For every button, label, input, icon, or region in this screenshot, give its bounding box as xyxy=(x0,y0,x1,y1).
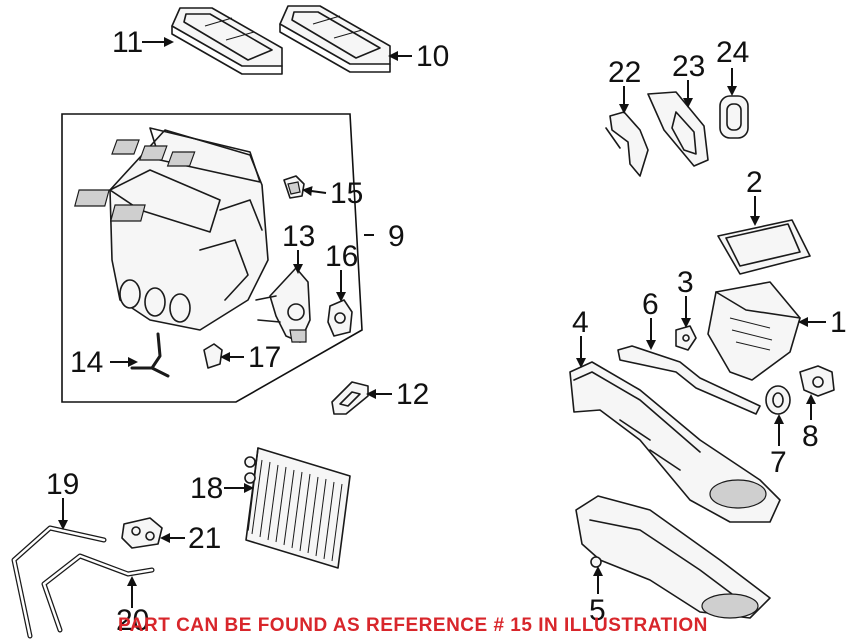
part-2-filter xyxy=(717,219,811,275)
callout-1: 1 xyxy=(830,306,847,339)
leader-lines xyxy=(58,37,826,608)
part-14-tube xyxy=(130,332,170,378)
part-5-lower-duct xyxy=(575,495,771,619)
callout-12: 12 xyxy=(396,378,429,411)
callout-7: 7 xyxy=(770,446,787,479)
part-15-clip xyxy=(283,175,305,199)
assembly-9-outline xyxy=(61,113,363,403)
callout-13: 13 xyxy=(282,220,315,253)
callout-24: 24 xyxy=(716,36,749,69)
reference-notice: PART CAN BE FOUND AS REFERENCE # 15 IN I… xyxy=(118,615,708,636)
callout-20: 20 xyxy=(116,604,149,637)
part-3-clip xyxy=(675,325,697,351)
part-12-gasket xyxy=(331,381,369,415)
callout-18: 18 xyxy=(190,472,223,505)
part-8-sensor xyxy=(799,365,835,397)
callout-4: 4 xyxy=(572,306,589,339)
callout-15: 15 xyxy=(330,177,363,210)
callout-9: 9 xyxy=(388,220,405,253)
part-24-seal xyxy=(719,95,749,139)
callout-14: 14 xyxy=(70,346,103,379)
callout-23: 23 xyxy=(672,50,705,83)
callout-11: 11 xyxy=(112,26,143,59)
callout-5: 5 xyxy=(589,594,606,627)
part-6-seal-strip xyxy=(617,345,761,415)
part-19-pipe xyxy=(11,525,107,639)
callout-16: 16 xyxy=(325,240,358,273)
part-4-duct xyxy=(569,361,781,523)
callout-3: 3 xyxy=(677,266,694,299)
part-10-filter-tray xyxy=(279,5,391,73)
part-17-clip xyxy=(203,343,223,369)
part-23-gasket xyxy=(647,91,709,167)
part-13-actuator xyxy=(255,267,311,343)
callout-17: 17 xyxy=(248,341,281,374)
part-7-grommet xyxy=(765,385,791,415)
callout-19: 19 xyxy=(46,468,79,501)
callout-22: 22 xyxy=(608,56,641,89)
part-18-heater-core xyxy=(244,447,351,569)
callout-2: 2 xyxy=(746,166,763,199)
part-16-motor xyxy=(327,299,353,337)
part-11-filter-tray xyxy=(171,7,283,75)
callout-6: 6 xyxy=(642,288,659,321)
callout-labels: 11 10 15 9 13 16 14 17 12 18 19 21 20 22… xyxy=(46,26,847,637)
part-22-bracket xyxy=(605,111,649,177)
part-20-pipe xyxy=(41,553,155,633)
part-21-gasket xyxy=(121,517,163,549)
callout-21: 21 xyxy=(188,522,221,555)
callout-8: 8 xyxy=(802,420,819,453)
heater-housing xyxy=(74,127,269,331)
callout-10: 10 xyxy=(416,40,449,73)
part-1-filter-housing xyxy=(707,281,801,381)
